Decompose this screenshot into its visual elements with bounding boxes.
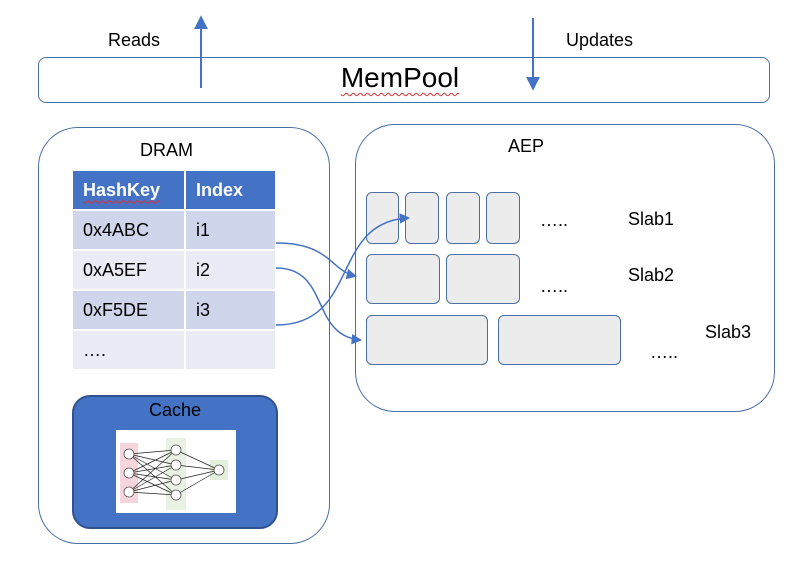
table-row: …. [71, 329, 277, 371]
arrow-i2-to-slab3 [275, 267, 363, 345]
slab3-label: Slab3 [705, 322, 752, 342]
index-cell: i3 [184, 289, 277, 331]
arrow-i1-to-slab2 [275, 242, 358, 280]
index-cell: i2 [184, 249, 277, 291]
slab1-block [366, 192, 399, 244]
slab3-block [366, 315, 488, 365]
slab1-block [486, 192, 520, 244]
index-header: Index [184, 169, 277, 211]
neural-network-icon [116, 430, 236, 513]
hashkey-cell: 0x4ABC [71, 209, 186, 251]
slab3-ellipsis: ….. [650, 342, 679, 362]
table-row: 0x4ABC i1 [71, 209, 277, 251]
slab2-label: Slab2 [628, 265, 675, 285]
dram-title: DRAM [140, 140, 193, 160]
aep-container [355, 124, 775, 412]
updates-label: Updates [566, 30, 634, 50]
slab2-block [366, 254, 440, 304]
hash-index-table: HashKey Index 0x4ABC i1 0xA5EF i2 0xF5DE… [71, 169, 277, 371]
reads-label: Reads [108, 30, 161, 50]
table-row: 0xF5DE i3 [71, 289, 277, 331]
slab3-block [498, 315, 621, 365]
slab1-ellipsis: ….. [540, 210, 569, 230]
slab2-ellipsis: ….. [540, 276, 569, 296]
hashkey-cell: 0xA5EF [71, 249, 186, 291]
slab1-label: Slab1 [628, 209, 675, 229]
hashkey-header: HashKey [71, 169, 186, 211]
table-row: 0xA5EF i2 [71, 249, 277, 291]
mempool-title: MemPool [340, 62, 460, 93]
cache-title: Cache [148, 400, 202, 420]
dram-container [38, 127, 330, 544]
index-cell [184, 329, 277, 371]
mempool-box [38, 57, 770, 103]
slab1-block [446, 192, 480, 244]
slab1-block [405, 192, 439, 244]
hashkey-cell: 0xF5DE [71, 289, 186, 331]
hashkey-cell: …. [71, 329, 186, 371]
arrow-i3-to-slab1 [275, 213, 411, 326]
slab2-block [446, 254, 520, 304]
index-cell: i1 [184, 209, 277, 251]
aep-title: AEP [508, 136, 545, 156]
